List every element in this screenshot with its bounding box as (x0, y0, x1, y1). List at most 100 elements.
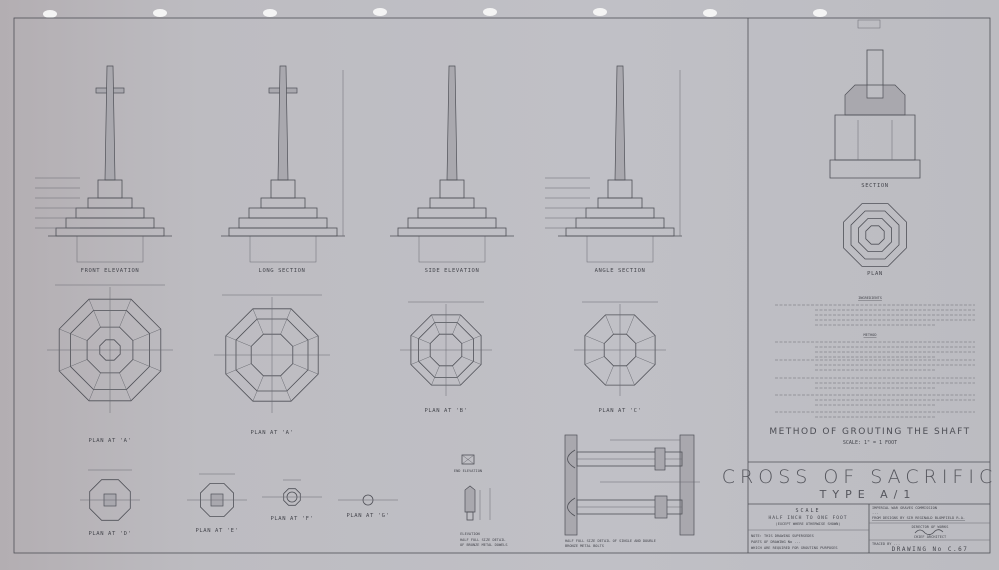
radial-line (626, 314, 635, 335)
step-3 (397, 227, 507, 237)
label-elevation: ELEVATION (460, 532, 479, 536)
radial-line (431, 365, 440, 386)
radial-line (461, 335, 482, 344)
scale-value: HALF INCH TO ONE FOOT (768, 515, 847, 521)
radial-line (225, 335, 252, 347)
radial-line (88, 372, 101, 401)
cross-shaft (277, 65, 289, 181)
radial-line (252, 375, 264, 402)
radial-line (88, 299, 101, 328)
label-angle-section: ANGLE SECTION (595, 268, 646, 274)
radial-line (635, 356, 656, 365)
octagon-core (99, 339, 121, 361)
radial-line (280, 375, 292, 402)
radial-line (584, 335, 605, 344)
grouting-scale: SCALE: 1" = 1 FOOT (843, 440, 897, 446)
chief-architect: CHIEF ARCHITECT (914, 535, 947, 539)
radial-line (59, 359, 88, 372)
label-front-elevation: FRONT ELEVATION (81, 268, 140, 274)
label-plan-g: PLAN AT 'G' (346, 513, 389, 519)
octagon-plan (574, 301, 666, 396)
octagon-ring (865, 225, 885, 245)
label-plan-c: PLAN AT 'C' (598, 408, 641, 414)
label-plan-f: PLAN AT 'F' (270, 516, 313, 522)
radial-line (252, 308, 264, 335)
radial-line (431, 314, 440, 335)
binding-holes (43, 8, 827, 18)
label-right-section: SECTION (861, 183, 888, 189)
plinth (260, 197, 306, 209)
dowel-caption-2: OF BRONZE METAL DOWELS (460, 543, 508, 547)
grouting-title: METHOD OF GROUTING THE SHAFT (769, 427, 970, 437)
label-plan-d: PLAN AT 'D' (88, 531, 131, 537)
octagon-ring (858, 217, 892, 253)
radial-line (225, 363, 252, 375)
small-plan (187, 473, 247, 517)
reference-tag (857, 19, 881, 29)
note-line-3: WHICH ARE REQUIRED FOR GROUTING PURPOSES (751, 546, 838, 550)
plinth (87, 197, 133, 209)
octagon-inner (429, 333, 463, 367)
elevation-views (35, 65, 682, 263)
step-1 (248, 207, 318, 219)
plinth (429, 197, 475, 209)
cross-elevation (35, 65, 172, 263)
radial-line (452, 314, 461, 335)
cross-shaft (104, 65, 116, 181)
label-plan-a: PLAN AT 'A' (88, 438, 131, 444)
step-3 (228, 227, 338, 237)
sheet-border (13, 17, 991, 554)
octagon-ring (850, 210, 900, 260)
label-right-plan: PLAN (867, 271, 883, 277)
foundation (418, 235, 486, 263)
radial-line (452, 365, 461, 386)
step-1 (75, 207, 145, 219)
org-line-3: FROM DESIGNS BY SIR REGINALD BLOMFIELD R… (872, 516, 965, 520)
octagon-plan (47, 284, 173, 413)
drawing-title: CROSS OF SACRIFICE (722, 466, 999, 488)
small-plan (262, 479, 322, 506)
cross-shaft (614, 65, 626, 181)
radial-line (132, 359, 161, 372)
radial-line (292, 363, 319, 375)
shaft-base (439, 179, 465, 199)
org-line-2: ... (872, 511, 879, 515)
shaft-base (97, 179, 123, 199)
radial-line (410, 335, 431, 344)
shaft-base (270, 179, 296, 199)
label-plan-a2: PLAN AT 'A' (250, 430, 293, 436)
cross-elevation (221, 65, 345, 263)
scale-note: (EXCEPT WHERE OTHERWISE SHOWN) (776, 522, 841, 526)
step-3 (55, 227, 165, 237)
label-end-elevation: END ELEVATION (454, 469, 482, 473)
octagon-ring (843, 203, 907, 267)
radial-line (605, 365, 614, 386)
radial-line (132, 328, 161, 341)
grouting-notes: INGREDIENTS METHOD METHOD OF GROUTING TH… (769, 296, 975, 446)
step-1 (417, 207, 487, 219)
small-plan (338, 494, 398, 506)
octagon-plan (400, 301, 492, 396)
octagon-inner (603, 333, 637, 367)
note-line-1: NOTE: THIS DRAWING SUPERSEDES (751, 534, 814, 538)
radial-line (626, 365, 635, 386)
plinth (597, 197, 643, 209)
radial-line (605, 314, 614, 335)
octagon-outline (283, 488, 301, 506)
drawing-type: TYPE A/1 (819, 488, 917, 501)
radial-line (635, 335, 656, 344)
title-block: CROSS OF SACRIFICE TYPE A/1 SCALE HALF I… (722, 461, 999, 553)
bolt-caption-2: BRONZE METAL BOLTS (565, 544, 604, 548)
cross-elevation (545, 65, 682, 263)
step-2 (238, 217, 328, 229)
foundation (586, 235, 654, 263)
radial-line (119, 372, 132, 401)
note-line-2: PARTS OF DRAWING No ... (751, 540, 801, 544)
heading-method: METHOD (864, 333, 877, 337)
step-1 (585, 207, 655, 219)
shaft-base (607, 179, 633, 199)
label-plan-b: PLAN AT 'B' (424, 408, 467, 414)
step-3 (565, 227, 675, 237)
